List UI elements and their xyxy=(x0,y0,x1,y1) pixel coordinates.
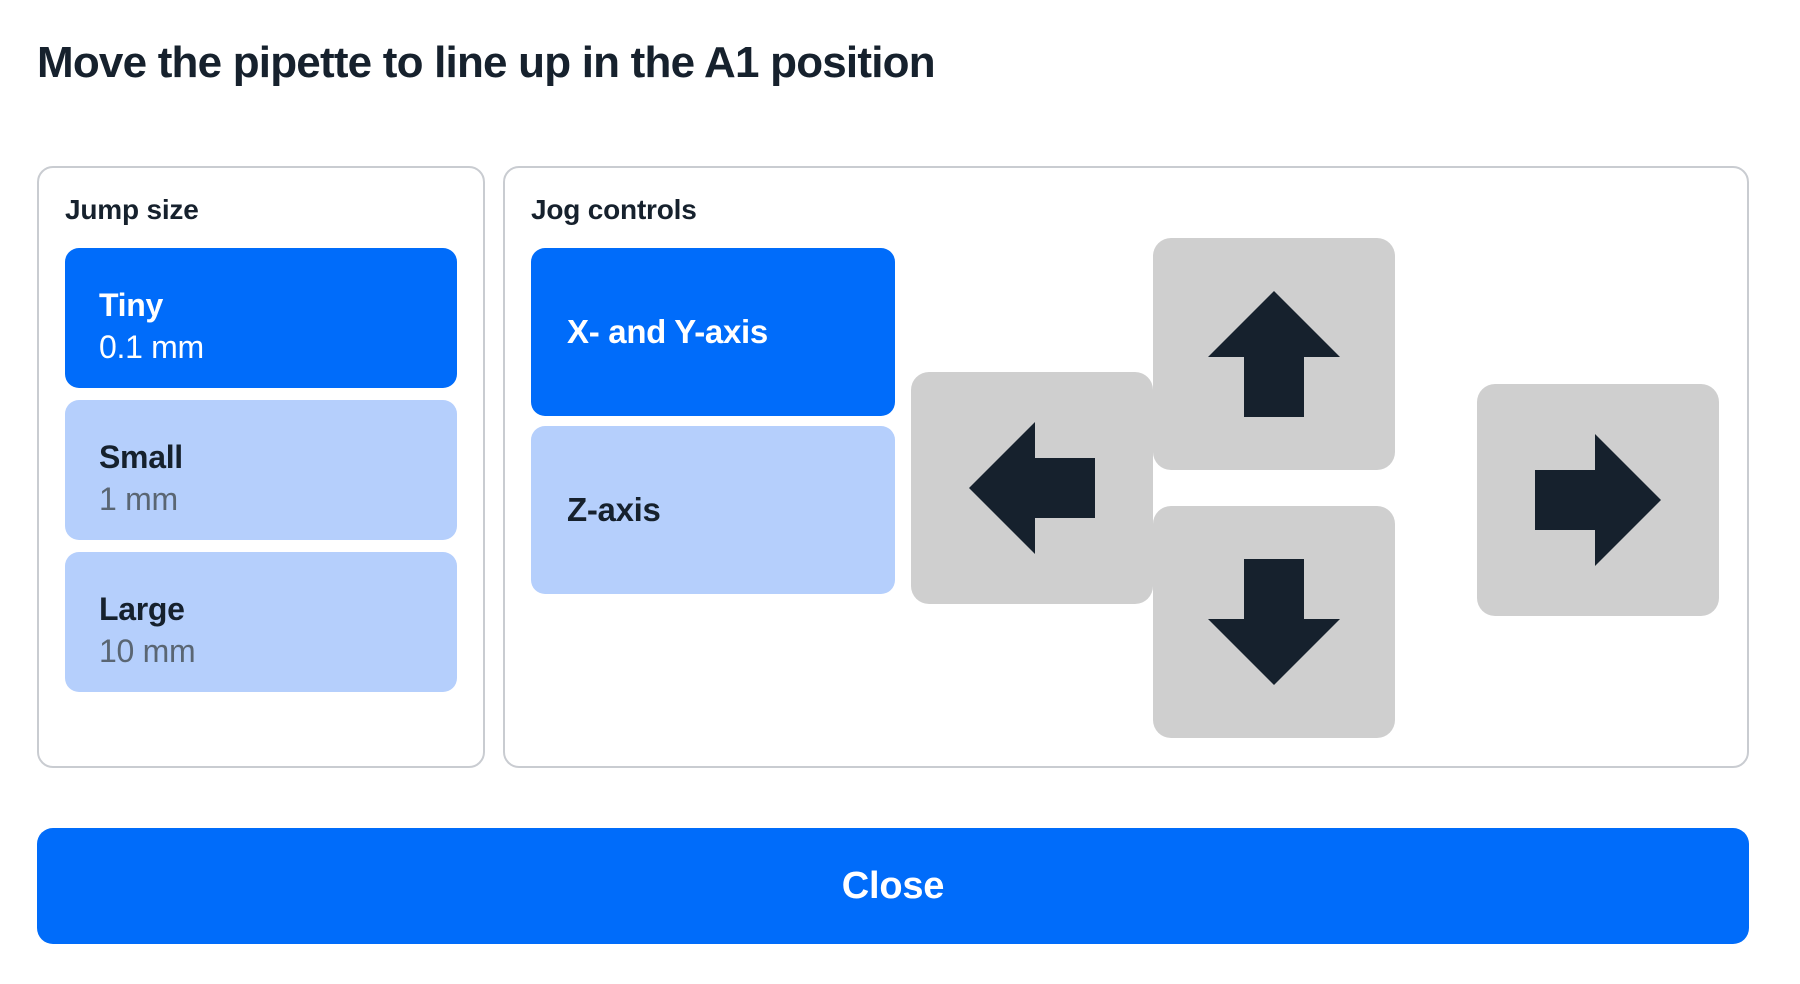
jog-down-button[interactable] xyxy=(1153,506,1395,738)
arrow-right-icon xyxy=(1523,425,1673,575)
axis-option-z-label: Z-axis xyxy=(567,491,661,528)
arrow-up-icon xyxy=(1199,279,1349,429)
arrow-down-icon xyxy=(1199,547,1349,697)
jump-size-option-small-value: 1 mm xyxy=(99,481,178,517)
jump-size-option-small-name: Small xyxy=(99,439,183,476)
jump-size-option-large-value: 10 mm xyxy=(99,633,196,669)
panels-row: Jump size Tiny 0.1 mm Small 1 mm Large 1… xyxy=(37,166,1749,768)
jog-controls-title: Jog controls xyxy=(531,194,697,225)
page-title: Move the pipette to line up in the A1 po… xyxy=(37,38,936,87)
jog-controls-card: Jog controls X- and Y-axis Z-axis xyxy=(503,166,1749,768)
jump-size-option-tiny-name: Tiny xyxy=(99,287,164,324)
arrow-left-icon xyxy=(957,413,1107,563)
axis-option-z[interactable]: Z-axis xyxy=(531,426,895,594)
directional-pad xyxy=(911,238,1731,738)
jump-size-option-large[interactable]: Large 10 mm xyxy=(65,552,457,692)
jump-size-option-list: Tiny 0.1 mm Small 1 mm Large 10 mm xyxy=(65,248,457,692)
jog-up-button[interactable] xyxy=(1153,238,1395,470)
axis-option-xy[interactable]: X- and Y-axis xyxy=(531,248,895,416)
axis-selector-list: X- and Y-axis Z-axis xyxy=(531,248,895,594)
jump-size-title: Jump size xyxy=(65,194,199,225)
jump-size-option-small[interactable]: Small 1 mm xyxy=(65,400,457,540)
axis-option-xy-label: X- and Y-axis xyxy=(567,313,768,350)
jog-controls-body: X- and Y-axis Z-axis xyxy=(531,226,1721,746)
jump-size-option-large-name: Large xyxy=(99,591,185,628)
jog-right-button[interactable] xyxy=(1477,384,1719,616)
jump-size-option-tiny-value: 0.1 mm xyxy=(99,329,204,365)
jump-size-option-tiny[interactable]: Tiny 0.1 mm xyxy=(65,248,457,388)
jog-left-button[interactable] xyxy=(911,372,1153,604)
close-button[interactable]: Close xyxy=(37,828,1749,944)
jump-size-card: Jump size Tiny 0.1 mm Small 1 mm Large 1… xyxy=(37,166,485,768)
